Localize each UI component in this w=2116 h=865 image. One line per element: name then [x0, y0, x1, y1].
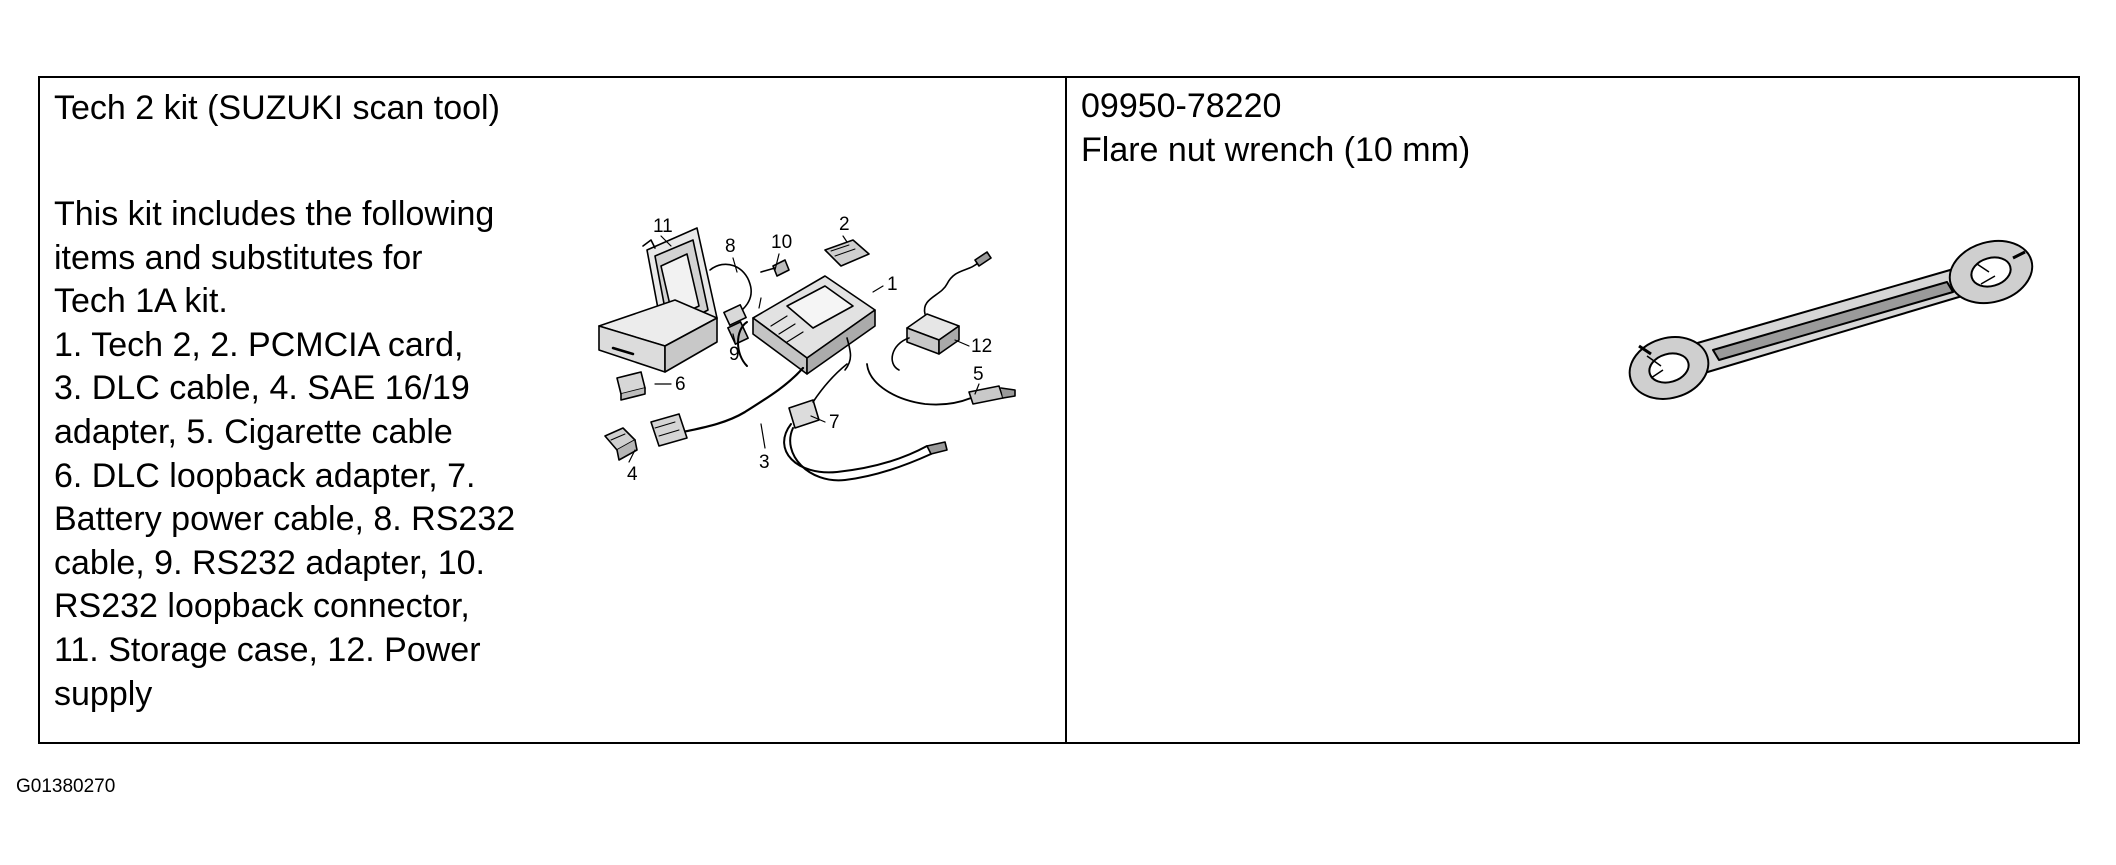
callout-6: 6	[675, 374, 686, 395]
wrench-tool-name: Flare nut wrench (10 mm)	[1081, 131, 1471, 169]
special-tools-table: Tech 2 kit (SUZUKI scan tool) This kit i…	[38, 76, 2080, 744]
description-line: cable, 9. RS232 adapter, 10.	[54, 543, 485, 582]
tech2-kit-illustration: 1 2 3 4 5 6 7 8 9 10 11 12	[598, 214, 1016, 485]
callout-9: 9	[729, 344, 740, 365]
tech2-kit-title: Tech 2 kit (SUZUKI scan tool)	[54, 89, 500, 127]
description-line: RS232 loopback connector,	[54, 587, 470, 626]
description-line: Tech 1A kit.	[54, 282, 228, 321]
description-line: This kit includes the following	[54, 195, 495, 233]
callout-leaders	[628, 235, 980, 463]
dlc-loopback-adapter-icon	[616, 371, 646, 401]
flare-nut-wrench-icon	[1628, 239, 2034, 400]
description-line: 11. Storage case, 12. Power	[54, 630, 481, 669]
callout-10: 10	[771, 232, 792, 253]
callout-1: 1	[887, 274, 898, 295]
callout-7: 7	[829, 412, 840, 433]
wrench-part-number: 09950-78220	[1081, 87, 1282, 125]
callout-4: 4	[627, 464, 638, 485]
description-line: items and substitutes for	[54, 238, 423, 277]
callout-5: 5	[973, 364, 984, 385]
description-line: 1. Tech 2, 2. PCMCIA card,	[54, 325, 464, 364]
callout-2: 2	[839, 214, 850, 235]
tech2-kit-description: This kit includes the following items an…	[54, 193, 624, 716]
dlc-cable-icon	[650, 366, 805, 447]
figure-code: G01380270	[16, 776, 116, 797]
callout-3: 3	[759, 452, 770, 473]
flare-nut-wrench-cell: 09950-78220 Flare nut wrench (10 mm)	[1067, 78, 2078, 742]
power-supply-icon	[891, 251, 992, 371]
rs232-cable-icon	[709, 263, 752, 345]
description-line: 3. DLC cable, 4. SAE 16/19	[54, 369, 470, 408]
callout-12: 12	[971, 336, 992, 357]
battery-power-cable-icon	[783, 363, 948, 482]
callout-11: 11	[653, 216, 673, 237]
description-line: supply	[54, 674, 153, 713]
description-line: Battery power cable, 8. RS232	[54, 500, 516, 539]
tech2-unit-icon	[737, 275, 876, 375]
storage-case-icon	[598, 227, 718, 373]
tech2-kit-cell: Tech 2 kit (SUZUKI scan tool) This kit i…	[40, 78, 1067, 742]
sae-adapter-icon	[604, 427, 638, 461]
cigarette-cable-icon	[866, 363, 1016, 406]
description-line: adapter, 5. Cigarette cable	[54, 412, 453, 451]
description-line: 6. DLC loopback adapter, 7.	[54, 456, 476, 495]
pcmcia-card-icon	[824, 239, 870, 267]
callout-8: 8	[725, 236, 736, 257]
